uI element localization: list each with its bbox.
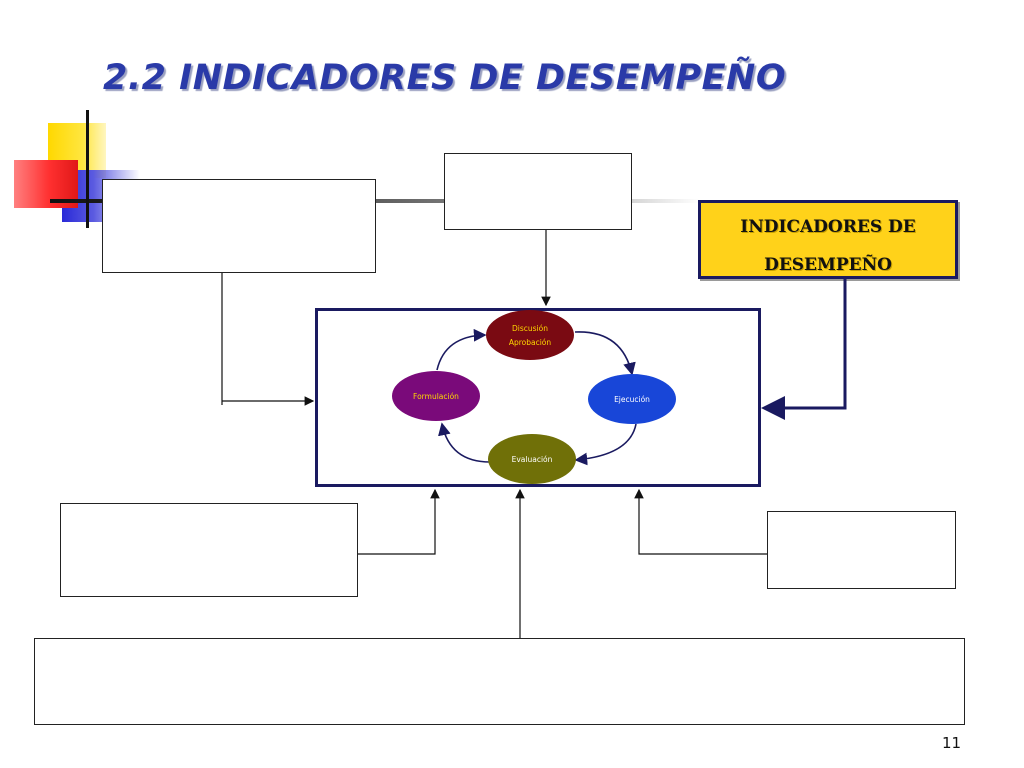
cycle-arrow-evaluacion-to-formulacion <box>438 422 491 463</box>
empty-box-top-center <box>444 153 632 230</box>
connector-bottom-left-arrow <box>358 488 440 555</box>
oval-formulacion <box>392 371 480 421</box>
empty-box-bottom-left <box>60 503 358 597</box>
oval-formulacion-label: Formulación <box>413 392 459 401</box>
connector-bottom-right-arrow <box>634 488 767 555</box>
cycle-arrow-discusion-to-ejecucion <box>574 331 636 376</box>
cycle-arrow-formulacion-to-discusion <box>436 328 487 371</box>
indicadores-box: INDICADORES DE DESEMPEÑO <box>698 200 958 279</box>
decor-vertical-rule <box>86 110 89 228</box>
connector-indicadores-arrow <box>761 279 847 420</box>
empty-box-top-left <box>102 179 376 273</box>
oval-discusion-line1: Discusión <box>512 324 548 333</box>
oval-evaluacion <box>488 434 576 484</box>
empty-box-bottom-wide <box>34 638 965 725</box>
indicadores-box-line2: DESEMPEÑO <box>764 255 892 275</box>
empty-box-bottom-right <box>767 511 956 589</box>
page-number: 11 <box>942 734 962 752</box>
slide-title: 2.2 INDICADORES DE DESEMPEÑO <box>103 58 787 98</box>
indicadores-box-line1: INDICADORES DE <box>740 217 916 237</box>
oval-ejecucion-label: Ejecución <box>614 395 650 404</box>
cycle-arrow-ejecucion-to-evaluacion <box>574 423 637 466</box>
oval-ejecucion <box>588 374 676 424</box>
oval-discusion <box>486 310 574 360</box>
oval-evaluacion-label: Evaluación <box>512 455 553 464</box>
oval-discusion-line2: Aprobación <box>509 338 552 347</box>
